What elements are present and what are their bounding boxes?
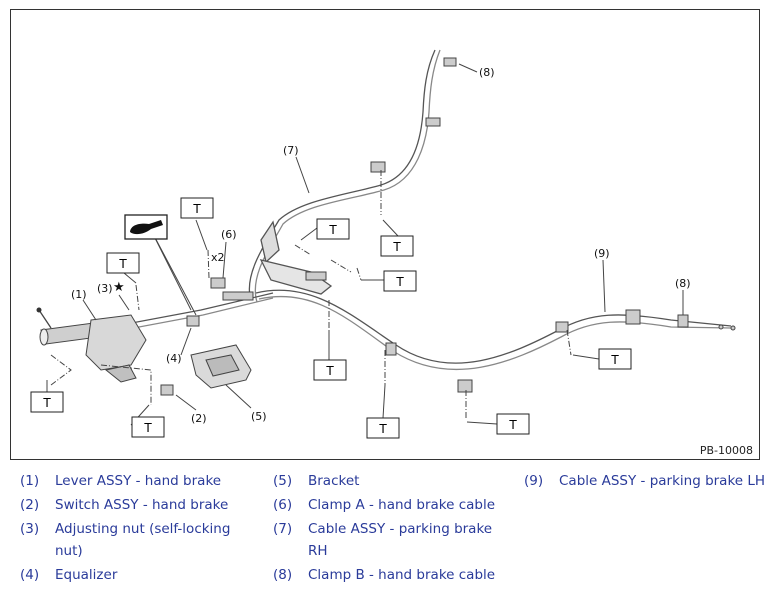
inner-cable-b [122, 297, 274, 331]
callout-1: (1) [71, 288, 87, 301]
grease-icon [124, 214, 168, 240]
multiplier-label: x2 [211, 251, 225, 264]
diagram-canvas: T T T T T T T T T T T (1) (3) ★ (4) (2) … [30, 49, 736, 439]
svg-text:T: T [192, 202, 201, 216]
torque-leaders [46, 219, 600, 426]
svg-text:T: T [328, 223, 337, 237]
torque-box: T [598, 348, 632, 370]
callout-8-top: (8) [479, 66, 495, 79]
star-icon: ★ [113, 280, 125, 295]
bracket-part [190, 344, 252, 389]
diagram-figure: T T T T T T T T T T T (1) (3) ★ (4) (2) … [10, 9, 760, 460]
cable-lh-inner [258, 295, 732, 371]
torque-box: T [30, 391, 64, 413]
callout-2: (2) [191, 412, 207, 425]
callout-leaders [82, 63, 684, 411]
callouts: (1) (3) ★ (4) (2) (5) (6) x2 (7) (8) (9)… [71, 66, 691, 425]
torque-box: T [366, 417, 400, 439]
svg-text:T: T [143, 421, 152, 435]
torque-box: T [313, 359, 347, 381]
torque-box: T [316, 218, 350, 240]
legend: (1) Lever ASSY - hand brake (2) Switch A… [20, 473, 766, 583]
callout-9: (9) [594, 247, 610, 260]
torque-box: T [383, 270, 417, 292]
torque-box: T [106, 252, 140, 274]
callout-6: (6) [221, 228, 237, 241]
torque-markers: T T T T T T T T T T T [30, 197, 632, 439]
fittings [160, 57, 736, 396]
svg-text:T: T [378, 422, 387, 436]
callout-4: (4) [166, 352, 182, 365]
torque-box: T [496, 413, 530, 435]
svg-text:T: T [118, 257, 127, 271]
callout-5: (5) [251, 410, 267, 423]
svg-text:T: T [508, 418, 517, 432]
torque-box: T [131, 416, 165, 438]
cable-lh [255, 289, 732, 364]
hand-brake-lever [36, 307, 147, 383]
torque-box: T [380, 235, 414, 257]
svg-text:T: T [42, 396, 51, 410]
callout-3: (3) [97, 282, 113, 295]
cable-rh-inner [254, 49, 441, 303]
support-bar [259, 259, 333, 295]
figure-code: PB-10008 [699, 444, 753, 457]
svg-text:T: T [392, 240, 401, 254]
equalizer-part [186, 315, 200, 327]
leader-lines [50, 170, 572, 420]
svg-text:T: T [610, 353, 619, 367]
svg-text:T: T [325, 364, 334, 378]
callout-7: (7) [283, 144, 299, 157]
callout-8-right: (8) [675, 277, 691, 290]
torque-box: T [180, 197, 214, 219]
clamp-bracket-rh [260, 220, 280, 264]
svg-text:T: T [395, 275, 404, 289]
